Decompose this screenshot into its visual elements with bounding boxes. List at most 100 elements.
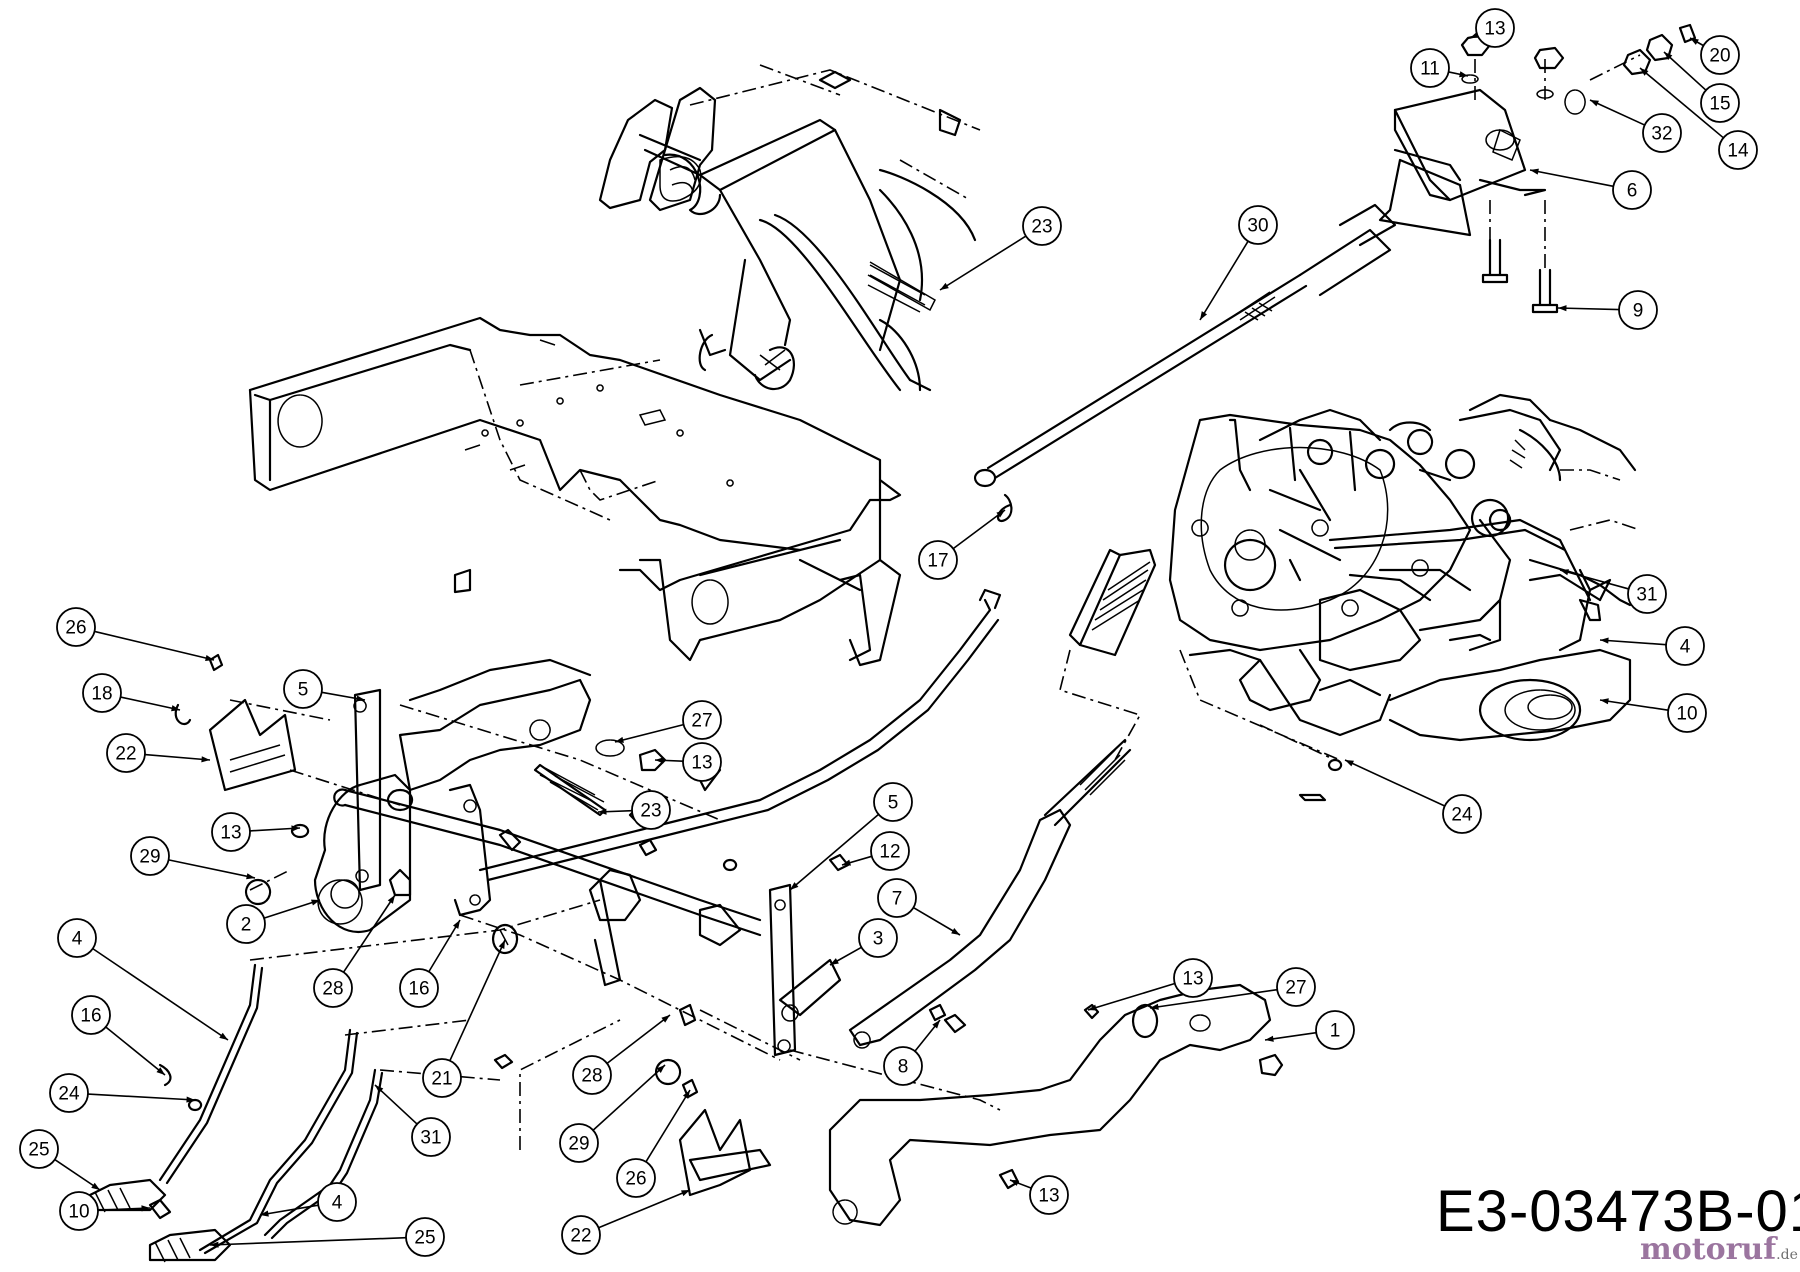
callout-number: 10 [68, 1202, 89, 1223]
callout-leader [1559, 569, 1629, 590]
callout-bubble [59, 1191, 99, 1231]
callout-pedal-arm: 1 [1264, 1010, 1355, 1050]
callout-number: 27 [691, 711, 712, 732]
callout-bubble [616, 1158, 656, 1198]
callout-screw-mid: 26 [616, 1089, 691, 1198]
callout-washer-pedal: 27 [1149, 967, 1316, 1010]
callout-bracket-left: 22 [106, 733, 211, 773]
callout-bubble [559, 1123, 599, 1163]
callout-number: 26 [625, 1169, 646, 1190]
callout-arrowhead [1088, 1004, 1097, 1011]
callout-bubble [682, 742, 722, 782]
callout-number: 13 [1182, 969, 1203, 990]
callout-bubble [1700, 35, 1740, 75]
callout-number: 13 [1484, 19, 1505, 40]
callout-arrowhead [171, 705, 180, 712]
callout-bubble [283, 669, 323, 709]
callout-leader [1149, 988, 1278, 1009]
callout-number: 31 [420, 1128, 441, 1149]
callout-arrowhead [842, 859, 851, 866]
callout-number: 22 [115, 744, 136, 765]
callout-arrowhead [387, 895, 395, 904]
callout-number: 7 [892, 889, 903, 910]
callout-shaft: 3 [829, 918, 898, 966]
callout-arrowhead [615, 736, 624, 743]
bracket-22-mid [654, 1003, 772, 1197]
callout-arrowhead [932, 1020, 940, 1029]
callout-number: 22 [570, 1226, 591, 1247]
pedal-pad-19 [1059, 548, 1157, 761]
lever-7 [848, 738, 1132, 1049]
callout-number: 23 [1031, 217, 1052, 238]
callout-layer: 1311201532146930231731410242618225271323… [19, 8, 1758, 1257]
callout-pin-left: 28 [313, 894, 396, 1008]
callout-washer-right: 24 [1344, 759, 1482, 834]
callout-bubble [19, 1129, 59, 1169]
callout-bubble [873, 782, 913, 822]
callout-leader [1199, 240, 1249, 321]
callout-number: 21 [431, 1069, 452, 1090]
callout-leader [105, 1026, 166, 1076]
callout-leader [1639, 67, 1724, 139]
callout-pin-mid: 28 [572, 1014, 671, 1095]
callout-number: 4 [332, 1193, 343, 1214]
callout-number: 4 [72, 929, 83, 950]
callout-number: 5 [298, 680, 309, 701]
callout-arrowhead [246, 873, 255, 880]
callout-lever: 7 [877, 878, 961, 936]
callout-spring-upper: 23 [939, 206, 1062, 291]
callout-arrowhead [1600, 637, 1609, 644]
callout-leader [592, 1064, 666, 1131]
callout-leader [1599, 699, 1669, 711]
callout-bubble [1665, 626, 1705, 666]
callout-arrowhead [1530, 168, 1539, 175]
callout-pin-lever: 8 [883, 1019, 941, 1086]
callout-leader [1529, 169, 1614, 188]
callout-arrowhead [356, 695, 365, 702]
callout-number: 32 [1651, 124, 1672, 145]
callout-bubble [1238, 205, 1278, 245]
callout-clip-left: 18 [82, 673, 181, 713]
callout-spring-left-2: 25 [209, 1217, 445, 1257]
link-rod [478, 588, 1002, 882]
callout-leader [144, 753, 211, 761]
callout-arrowhead [1010, 1180, 1019, 1186]
callout-leader [1599, 639, 1667, 646]
callout-rod-left-2: 4 [259, 1182, 357, 1222]
callout-arrowhead [1600, 698, 1609, 705]
callout-arrowhead [1200, 311, 1208, 320]
callout-arrowhead [1640, 68, 1649, 76]
callout-bubble [918, 540, 958, 580]
callout-arrowhead [205, 655, 214, 662]
callout-number: 12 [879, 842, 900, 863]
callout-rod-right: 31 [1559, 569, 1667, 614]
callout-arrowhead [186, 1096, 195, 1103]
callout-arrowhead [1560, 569, 1569, 576]
callout-number: 1 [1330, 1021, 1341, 1042]
transmission-unit [1168, 393, 1641, 802]
callout-bubble [405, 1217, 445, 1257]
callout-bubble [1612, 170, 1652, 210]
callout-arrowhead [1590, 100, 1599, 107]
inset-spring-assembly [598, 64, 981, 392]
callout-leader [939, 235, 1027, 291]
callout-pulley: 10 [1599, 693, 1707, 733]
callout-arrowhead [375, 1085, 384, 1094]
callout-bubble [1022, 206, 1062, 246]
callout-bubble [317, 1182, 357, 1222]
callout-rod: 30 [1199, 205, 1278, 321]
callout-top-washer-32: 32 [1589, 99, 1682, 153]
callout-leader [1589, 99, 1646, 126]
callout-leader [120, 696, 181, 711]
rods-lower-left [88, 963, 514, 1263]
callout-leader [168, 859, 256, 879]
callout-bubble [631, 790, 671, 830]
callout-arrowhead [1345, 760, 1354, 767]
callout-number: 13 [691, 753, 712, 774]
callout-leader [342, 894, 396, 973]
callout-bubble [49, 1073, 89, 1113]
callout-arrowhead [681, 1190, 690, 1197]
callout-bubble [226, 904, 266, 944]
callout-arrowhead [682, 1090, 690, 1099]
callout-arrowhead [1265, 1035, 1274, 1042]
